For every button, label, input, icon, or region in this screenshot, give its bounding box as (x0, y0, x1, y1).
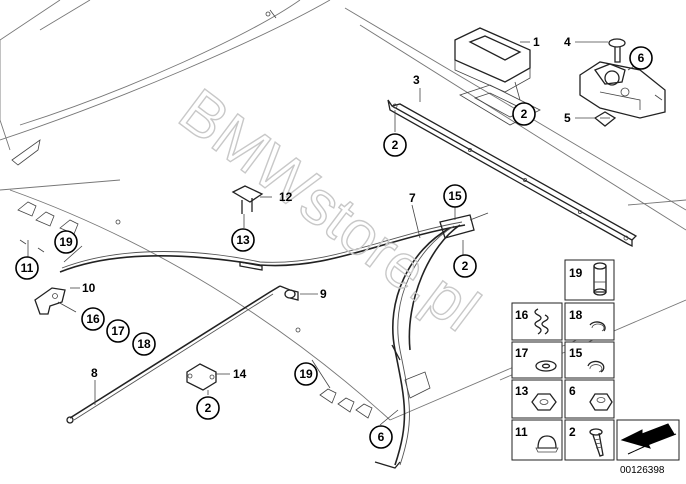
callout-circle[interactable]: 13 (231, 228, 255, 252)
arrow-icon (620, 423, 677, 455)
drive-cables[interactable] (59, 212, 489, 469)
grommet-icon (535, 435, 559, 453)
watermark: BMWstore.pl (166, 75, 492, 345)
callout-label[interactable]: 5 (564, 111, 571, 125)
legend-cell-label: 13 (515, 384, 529, 398)
washer-icon (535, 360, 557, 372)
svg-text:2: 2 (392, 138, 399, 152)
callout-label[interactable]: 12 (279, 190, 293, 204)
svg-text:13: 13 (236, 233, 250, 247)
callout-circle[interactable]: 6 (629, 46, 653, 70)
legend-cell-label: 19 (569, 266, 583, 280)
small-pad-part (593, 111, 617, 127)
svg-text:19: 19 (59, 235, 73, 249)
legend-cell[interactable] (564, 379, 615, 419)
legend-cell-label: 2 (569, 425, 576, 439)
screw-icon (589, 428, 604, 457)
legend-cell-label: 6 (569, 384, 576, 398)
callout-label[interactable]: 10 (82, 281, 96, 295)
callout-circle[interactable]: 6 (369, 425, 393, 449)
legend-cell[interactable] (564, 419, 615, 461)
callout-label[interactable]: 7 (409, 191, 416, 205)
legend-cell-label: 17 (515, 346, 529, 360)
callout-label[interactable]: 14 (233, 367, 247, 381)
svg-text:17: 17 (111, 324, 125, 338)
pin-icon (593, 262, 607, 296)
legend-cell[interactable] (511, 341, 563, 379)
svg-text:19: 19 (299, 367, 313, 381)
guide-rail[interactable] (387, 99, 638, 248)
edge-clips-right (319, 388, 373, 419)
svg-text:15: 15 (448, 189, 462, 203)
legend-cell-label: 18 (569, 308, 583, 322)
legend-cell-label: 11 (515, 425, 528, 439)
svg-text:2: 2 (462, 259, 469, 273)
callout-circle[interactable]: 2 (196, 396, 220, 420)
spring-icon (534, 308, 549, 335)
callout-circle[interactable]: 16 (81, 307, 105, 331)
callout-circle[interactable]: 19 (54, 230, 78, 254)
svg-text:6: 6 (638, 51, 645, 65)
watermark-text: BMWstore.pl (167, 76, 492, 345)
legend-cell[interactable] (564, 341, 615, 379)
callouts: 1 2 2 2 2 3 4 5 6 6 7 8 9 10 (15, 35, 653, 449)
connecting-rod-8[interactable] (66, 285, 291, 424)
legend-cell[interactable] (564, 302, 615, 341)
latch-mechanism[interactable] (579, 61, 666, 119)
callout-circle[interactable]: 15 (443, 184, 467, 208)
callout-circle[interactable]: 18 (132, 332, 156, 356)
legend-grid: 19 16 18 17 15 13 (511, 259, 680, 461)
leader-lines (27, 41, 637, 426)
callout-circle[interactable]: 2 (453, 254, 477, 278)
svg-text:2: 2 (205, 401, 212, 415)
callout-circle[interactable]: 11 (15, 256, 39, 280)
callout-circle[interactable]: 2 (512, 102, 536, 126)
hex-nut-icon (589, 393, 613, 411)
bolt-icon (608, 38, 626, 63)
callout-circle[interactable]: 17 (106, 319, 130, 343)
document-number: 00126398 (620, 465, 665, 476)
retaining-clip-icon (587, 360, 605, 373)
speed-nut-icon (531, 393, 557, 411)
svg-text:6: 6 (378, 430, 385, 444)
callout-label[interactable]: 8 (91, 366, 98, 380)
callout-label[interactable]: 3 (413, 73, 420, 87)
callout-label[interactable]: 9 (320, 287, 327, 301)
bushing-9[interactable] (284, 289, 299, 301)
bracket-10[interactable] (34, 287, 66, 315)
legend-cell-label: 15 (569, 346, 583, 360)
circlip-icon (589, 321, 606, 332)
svg-text:11: 11 (21, 261, 34, 275)
svg-text:2: 2 (521, 107, 528, 121)
svg-text:18: 18 (137, 337, 151, 351)
legend-cell-label: 16 (515, 308, 529, 322)
cable-clip-12[interactable] (231, 185, 264, 214)
legend-cell[interactable] (511, 419, 563, 461)
callout-circle[interactable]: 2 (383, 133, 407, 157)
svg-text:16: 16 (86, 312, 100, 326)
callout-label[interactable]: 1 (533, 35, 540, 49)
callout-circle[interactable]: 19 (294, 362, 318, 386)
callout-label[interactable]: 4 (564, 35, 571, 49)
holder-14[interactable] (186, 363, 217, 391)
